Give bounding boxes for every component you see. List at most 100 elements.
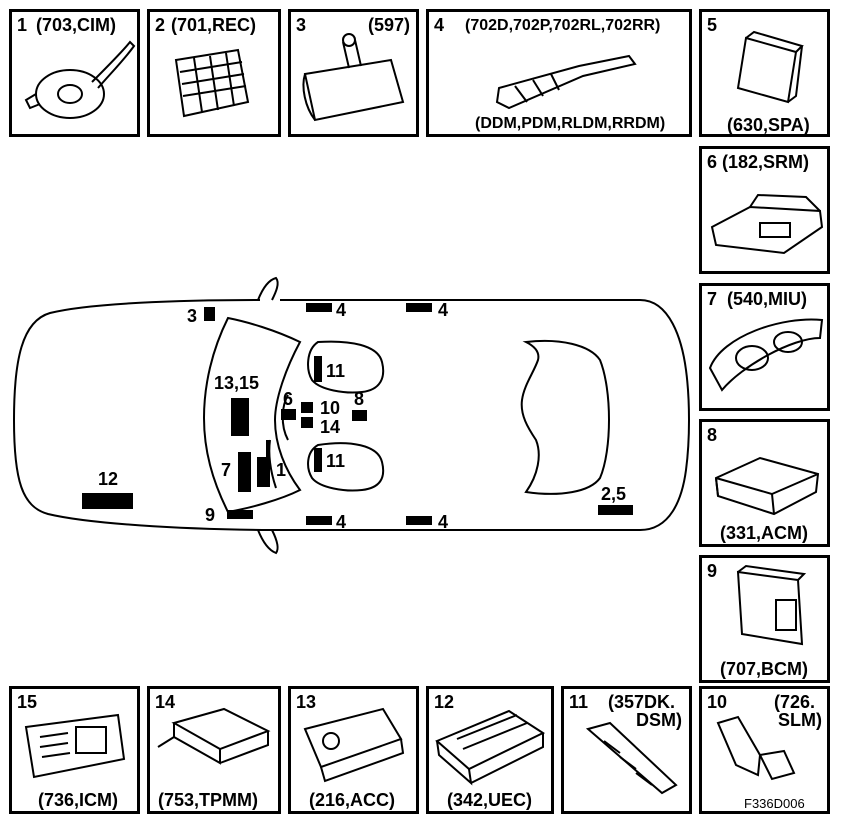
seat-lumbar-module-icon [716,715,796,781]
panel-number: 1 [17,15,28,35]
car-label-13-15: 13,15 [214,373,260,393]
panel-2-rec: 2 (701,REC) [147,9,281,137]
panel-code: (597) [368,15,411,35]
panel-code-secondary: DSM) [636,710,682,730]
car-label-4d: 4 [438,512,449,532]
door-module-icon [495,54,637,110]
parking-assist-module-icon [736,30,804,104]
panel-code: (182,SRM) [722,152,810,172]
body-control-module-icon [736,564,807,646]
panel-code: (736,ICM) [38,790,119,810]
marker-1 [257,457,270,487]
car-label-8: 8 [354,389,365,409]
panel-5-spa: 5 (630,SPA) [699,9,830,137]
car-label-10: 10 [320,398,341,418]
marker-3 [204,307,215,321]
car-label-2-5: 2,5 [601,484,627,504]
marker-12 [82,493,133,509]
panel-number: 13 [296,692,317,712]
panel-code: (701,REC) [171,15,257,35]
panel-number: 14 [155,692,176,712]
car-label-4a: 4 [336,300,347,320]
panel-number: 10 [707,692,728,712]
tire-pressure-module-icon [157,707,271,765]
panel-code-secondary: SLM) [778,710,822,730]
panel-3: 3 (597) [288,9,419,137]
panel-code: (630,SPA) [727,115,810,135]
panel-number: 5 [707,15,718,35]
panel-15-icm: 15 (736,ICM) [9,686,140,814]
infotainment-control-module-icon [24,713,126,779]
marker-2-5 [598,505,633,515]
panel-1-cim: 1 (703,CIM) [9,9,140,137]
marker-4-front-left [306,303,332,312]
panel-code: (540,MIU) [727,289,808,309]
marker-13-15 [231,398,249,436]
car-label-4b: 4 [438,300,449,320]
marker-4-front-right [306,516,332,525]
panel-number: 3 [296,15,307,35]
panel-number: 6 [707,152,718,172]
marker-11-rear [314,448,322,472]
panel-12-uec: 12 (342,UEC) [426,686,554,814]
car-label-4c: 4 [336,512,347,532]
panel-code-secondary: (DDM,PDM,RLDM,RRDM) [475,115,666,132]
panel-code: (216,ACC) [309,790,396,810]
panel-code: (702D,702P,702RL,702RR) [465,17,661,34]
panel-number: 9 [707,561,718,581]
climate-control-module-icon [303,707,405,783]
marker-6 [281,409,296,420]
car-label-1: 1 [276,460,287,480]
car-label-6: 6 [283,389,294,409]
panel-code: (726. [774,692,816,712]
marker-7 [238,452,251,492]
instrument-cluster-icon [708,318,824,392]
driver-seat-module-icon [585,721,678,795]
panel-number: 2 [155,15,166,35]
marker-8 [352,410,367,421]
panel-number: 15 [17,692,38,712]
car-label-12: 12 [98,469,119,489]
panel-code: (707,BCM) [720,659,809,679]
panel-11-dsm: 11 (357DK. DSM) [561,686,692,814]
panel-13-acc: 13 (216,ACC) [288,686,419,814]
car-label-7: 7 [221,460,232,480]
panel-number: 4 [434,15,445,35]
switch-module-icon [710,193,824,255]
marker-9 [227,510,253,519]
panel-number: 8 [707,425,718,445]
marker-4-rear-right [406,516,432,525]
marker-10 [301,402,313,413]
panel-14-tpmm: 14 (753,TPMM) [147,686,281,814]
panel-code: (342,UEC) [447,790,533,810]
auxiliary-heater-icon [302,33,405,122]
marker-4-rear-left [406,303,432,312]
car-label-3: 3 [187,306,198,326]
panel-8-acm: 8 (331,ACM) [699,419,830,547]
airbag-control-module-icon [714,456,820,516]
panel-code: (753,TPMM) [158,790,259,810]
panel-code: (331,ACM) [720,523,809,543]
panel-9-bcm: 9 (707,BCM) [699,555,830,683]
figure-code: F336D006 [744,796,805,811]
panel-4-door-modules: 4 (702D,702P,702RL,702RR) (DDM,PDM,RLDM,… [426,9,692,137]
marker-14 [301,417,313,428]
panel-number: 7 [707,289,718,309]
panel-6-srm: 6 (182,SRM) [699,146,830,274]
panel-number: 12 [434,692,455,712]
panel-10-slm: 10 (726. SLM) F336D006 [699,686,830,814]
panel-number: 11 [569,692,589,712]
panel-code: (357DK. [608,692,676,712]
panel-code: (703,CIM) [36,15,117,35]
panel-7-miu: 7 (540,MIU) [699,283,830,411]
steering-column-module-icon [24,40,136,119]
underhood-electrical-center-icon [435,709,546,786]
relay-electrical-center-icon [174,48,250,118]
marker-11-front [314,356,322,382]
car-label-9: 9 [205,505,216,525]
car-label-14: 14 [320,417,341,437]
car-label-11a: 11 [326,361,346,381]
marker-1-stalk [266,440,269,458]
car-label-11b: 11 [326,451,346,471]
